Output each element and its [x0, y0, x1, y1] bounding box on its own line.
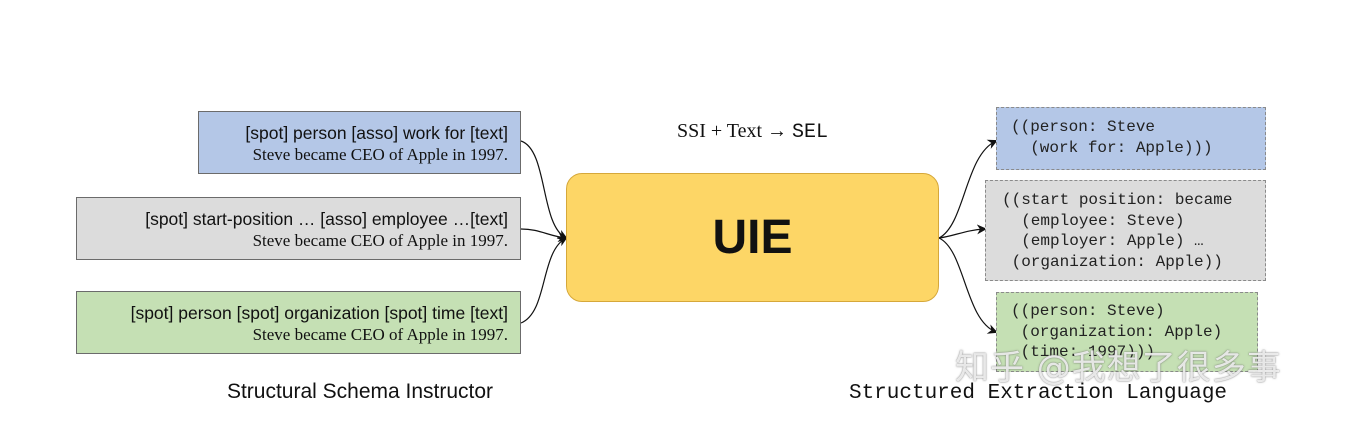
- input-sentence-text: Steve became CEO of Apple in 1997.: [252, 231, 508, 250]
- label-structural-schema-instructor: Structural Schema Instructor: [226, 380, 494, 403]
- output-box-start-position: ((start position: became (employee: Stev…: [985, 180, 1266, 281]
- input-box-person-organization-time: [spot] person [spot] organization [spot]…: [76, 291, 521, 354]
- input-schema-text: [spot] person [spot] organization [spot]…: [130, 303, 508, 323]
- caption-prefix: SSI + Text →: [676, 120, 793, 142]
- flow-caption: SSI + Text → SEL: [566, 120, 939, 144]
- arrow-input3-to-uie: [520, 237, 568, 324]
- input-box-start-position: [spot] start-position … [asso] employee …: [76, 197, 521, 260]
- watermark-text: 知乎 @我想了很多事: [955, 348, 1282, 388]
- input-sentence-text: Steve became CEO of Apple in 1997.: [252, 325, 508, 344]
- input-box-person-work-for: [spot] person [asso] work for [text] Ste…: [198, 111, 521, 174]
- arrow-input2-to-uie: [520, 228, 568, 243]
- input-schema-text: [spot] start-position … [asso] employee …: [145, 209, 508, 229]
- uie-model-box: UIE: [566, 173, 939, 302]
- output-box-person-organization-time: ((person: Steve) (organization: Apple) (…: [996, 292, 1258, 372]
- arrow-input1-to-uie: [520, 140, 568, 239]
- label-structured-extraction-language: Structured Extraction Language: [848, 382, 1228, 405]
- output-box-person-work-for: ((person: Steve (work for: Apple))): [996, 107, 1266, 170]
- input-sentence-text: Steve became CEO of Apple in 1997.: [252, 145, 508, 164]
- input-schema-text: [spot] person [asso] work for [text]: [245, 123, 508, 143]
- arrow-uie-to-output1: [938, 139, 998, 239]
- caption-sel: SEL: [792, 121, 829, 144]
- arrow-uie-to-output2: [938, 224, 987, 239]
- arrow-uie-to-output3: [938, 237, 998, 334]
